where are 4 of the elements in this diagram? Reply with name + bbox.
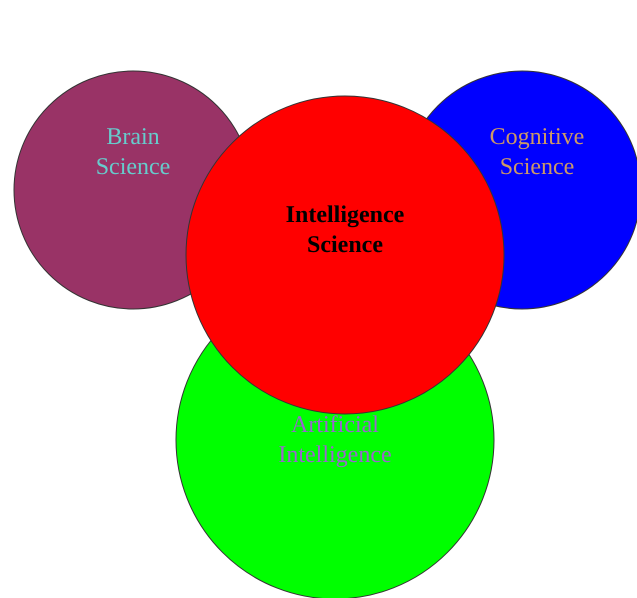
circle-label: Intelligence Science: [284, 201, 406, 260]
circle-label: Artificial Intelligence: [277, 411, 393, 470]
circle-label: Brain Science: [94, 123, 172, 182]
circle-label: Cognitive Science: [488, 123, 586, 182]
